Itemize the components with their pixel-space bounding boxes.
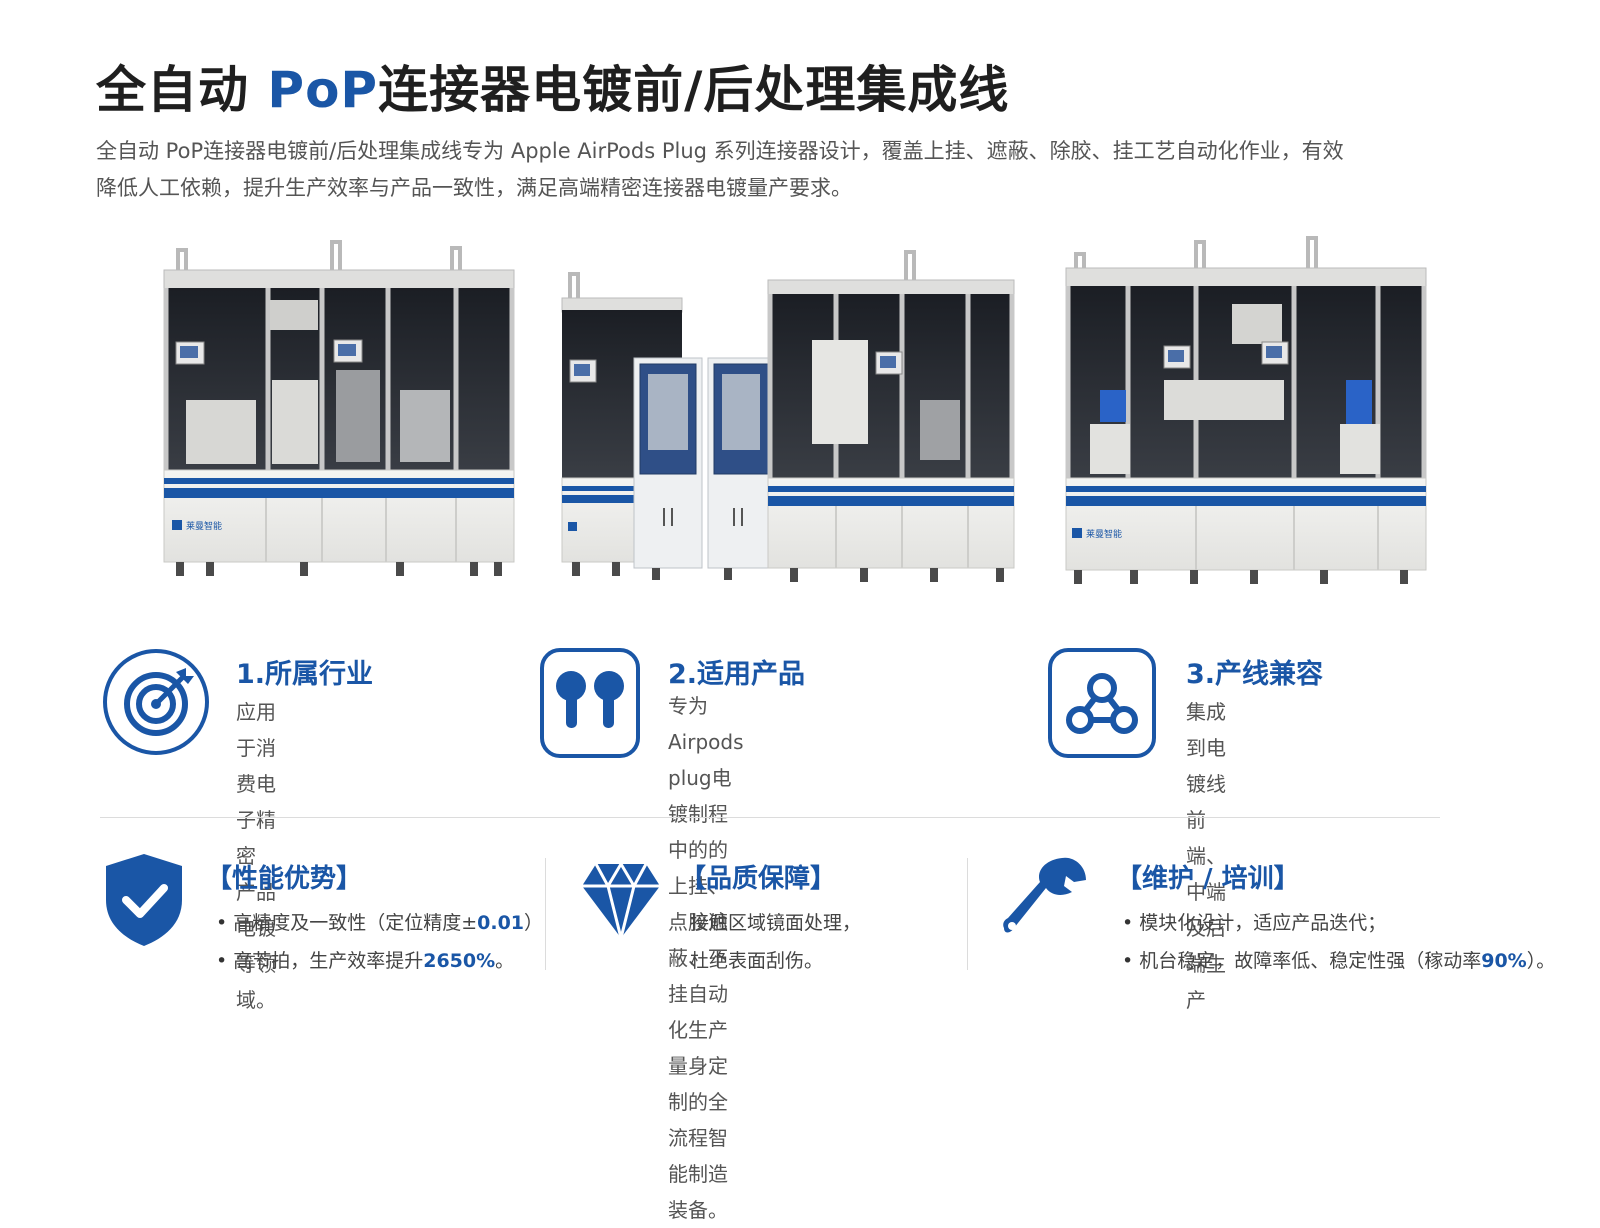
adv-performance-line-2-value: 2650% [423,950,496,972]
feature-compat-text: 集成到电镀线前端、中端及后端生产 [1186,694,1226,1018]
adv-maintenance-line-2-after: ）。 [1526,950,1556,972]
machine-right: 莱曼智能 [1065,236,1427,584]
earbuds-icon [540,648,640,758]
adv-maintenance-line-2-value: 90% [1481,950,1527,972]
network-icon [1048,648,1156,758]
adv-performance-line-1-after: ） [524,912,544,934]
wrench-icon [1003,857,1086,933]
adv-performance-title: 【性能优势】 [206,864,363,894]
diamond-icon [582,862,660,939]
divider-vertical-1 [545,858,546,970]
title-accent: PoP [267,61,379,119]
feature-product-line-1: 专为Airpods plug电镀制程中的的 [668,694,744,862]
feature-industry-text: 应用于消费电子精密产品电镀等领域。 [236,694,276,1018]
machine-middle [561,250,1015,582]
feature-industry-line-2: 产品电镀等领域。 [236,880,276,1012]
machine-left-logo: 莱曼智能 [186,520,222,532]
feature-industry-title: 1.所属行业 [236,659,374,690]
adv-performance-line-2-after: 。 [495,950,515,972]
target-icon [103,649,209,755]
machine-right-logo: 莱曼智能 [1086,528,1122,540]
adv-performance-line-2: •高节拍，生产效率提升2650%。 [216,950,515,972]
machines-illustration: 莱曼智能 [163,236,1427,584]
adv-performance-line-1-text: 高精度及一致性（定位精度± [233,912,478,934]
section-divider [100,817,1440,818]
adv-maintenance-line-2-text: 机台稳定，故障率低、稳定性强（稼动率 [1139,950,1482,972]
intro-line-1: 全自动 PoP连接器电镀前/后处理集成线专为 Apple AirPods Plu… [96,139,1344,163]
adv-maintenance-line-1-text: 模块化设计，适应产品迭代； [1139,912,1387,934]
adv-performance-line-1-value: 0.01 [477,912,525,934]
adv-maintenance-title: 【维护 / 培训】 [1116,864,1300,894]
feature-compat-title: 3.产线兼容 [1186,659,1324,690]
page-title: 全自动 PoP连接器电镀前/后处理集成线 [96,50,1009,122]
intro-paragraph: 全自动 PoP连接器电镀前/后处理集成线专为 Apple AirPods Plu… [96,133,1416,207]
adv-maintenance-line-1: •模块化设计，适应产品迭代； [1122,912,1387,934]
title-prefix: 全自动 [96,61,268,119]
feature-industry-line-1: 应用于消费电子精密 [236,700,276,868]
feature-product-line-3: 量身定制的全流程智能制造装备。 [668,1054,728,1222]
adv-quality-line-1: 接触区域镜面处理， [690,908,861,935]
shield-check-icon [106,854,182,946]
feature-compat-line-1: 集成到电镀线前端、 [1186,700,1226,868]
adv-quality-title: 【品质保障】 [680,864,837,894]
title-suffix: 连接器电镀前/后处理集成线 [378,61,1010,119]
adv-maintenance-line-2: •机台稳定，故障率低、稳定性强（稼动率90%）。 [1122,950,1556,972]
adv-performance-line-1: •高精度及一致性（定位精度±0.01） [216,912,544,934]
adv-performance-line-2-text: 高节拍，生产效率提升 [233,950,424,972]
adv-quality-line-1-text: 接触区域镜面处理， [690,912,862,934]
divider-vertical-2 [967,858,968,970]
adv-quality-line-2: 杜绝表面刮伤。 [690,946,823,973]
machine-left: 莱曼智能 [163,240,515,576]
adv-quality-line-2-text: 杜绝表面刮伤。 [690,950,824,972]
feature-product-title: 2.适用产品 [668,659,806,690]
feature-compat-line-2: 中端及后端生产 [1186,880,1226,1012]
feature-product-line-2: 上挂、点胶遮蔽、下挂自动化生产 [668,874,728,1042]
intro-line-2: 降低人工依赖，提升生产效率与产品一致性，满足高端精密连接器电镀量产要求。 [96,176,852,200]
